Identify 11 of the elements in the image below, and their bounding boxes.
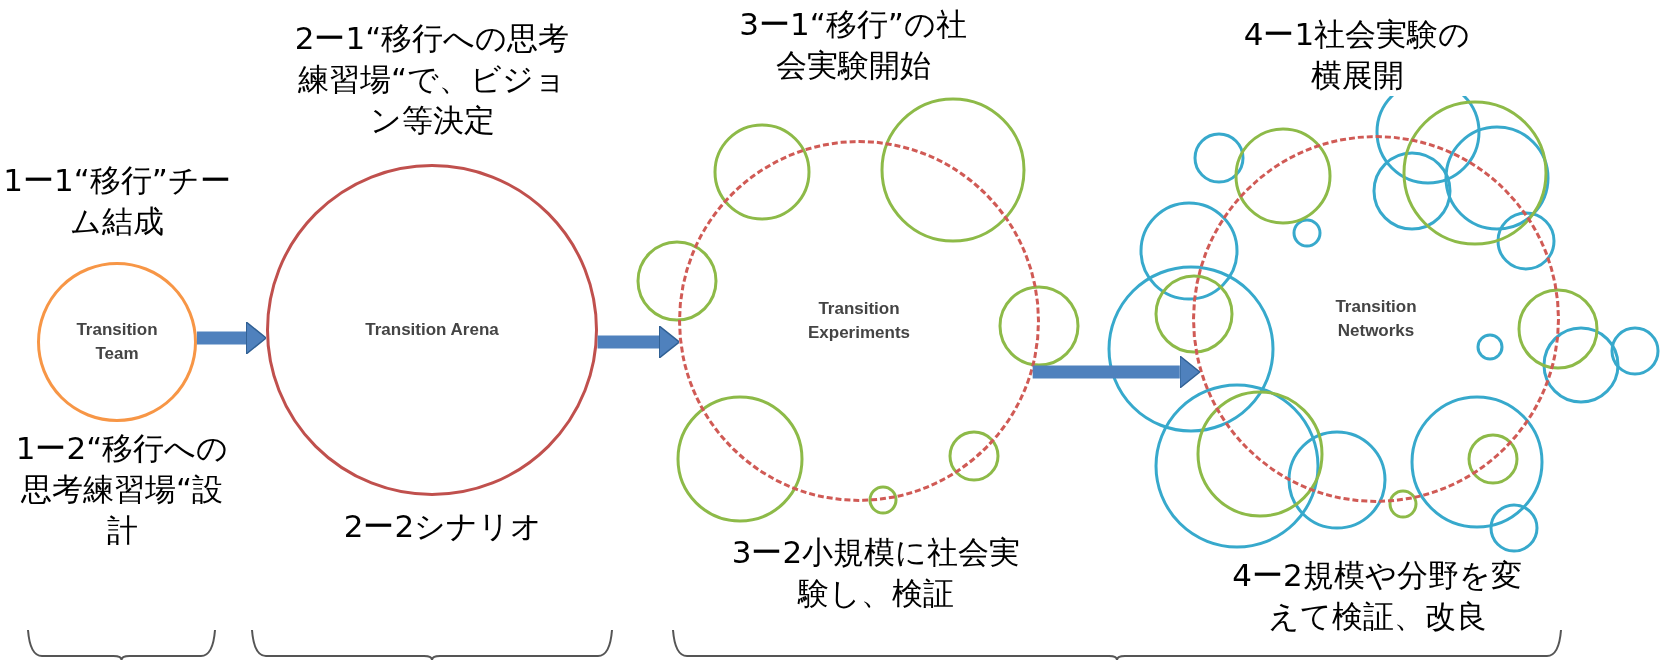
arrow [196,321,267,355]
arrow [597,325,680,359]
stage-label: Transition Arena [364,319,500,341]
dashed-circle [678,140,1040,502]
dashed-circle [1192,135,1560,503]
stage-label: Transition Team [75,319,159,365]
stage-label: Transition Networks [1334,296,1418,342]
stage-label: Transition Experiments [806,298,911,344]
stage-circle [266,164,598,496]
arrow [1032,355,1201,389]
stage-circle [37,262,197,422]
